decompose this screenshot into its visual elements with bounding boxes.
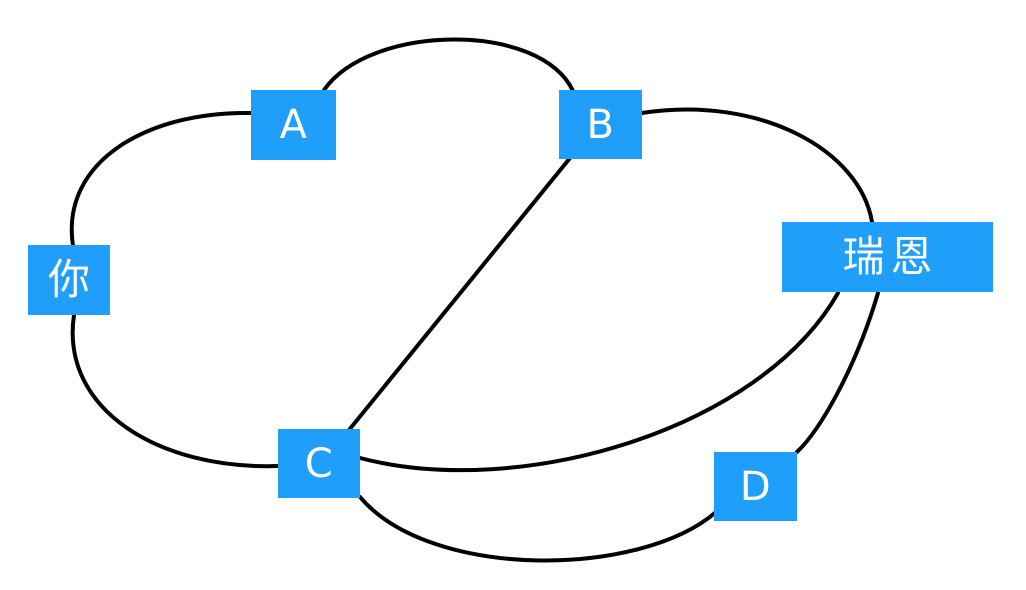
graph-node-d[interactable]: D (714, 452, 797, 521)
graph-node-you[interactable]: 你 (28, 245, 110, 315)
graph-node-label-c: C (304, 440, 334, 487)
graph-node-label-ryan: 瑞恩 (842, 232, 939, 281)
edge-you-c (70, 313, 280, 469)
graph-node-ryan[interactable]: 瑞恩 (782, 222, 993, 292)
edge-c-ryan (358, 291, 840, 473)
graph-node-label-b: B (586, 101, 615, 148)
edge-b-c (347, 156, 572, 432)
edge-a-b (322, 37, 575, 93)
graph-node-label-you: 你 (47, 255, 96, 304)
graph-node-label-d: D (739, 463, 772, 510)
graph-node-b[interactable]: B (559, 90, 642, 159)
edge-b-ryan (640, 107, 874, 224)
graph-node-c[interactable]: C (278, 429, 360, 498)
edge-you-a (69, 110, 253, 248)
graph-node-a[interactable]: A (251, 90, 336, 160)
edge-ryan-d (795, 291, 880, 454)
graph-node-label-a: A (279, 102, 308, 148)
edge-c-d (358, 495, 718, 563)
